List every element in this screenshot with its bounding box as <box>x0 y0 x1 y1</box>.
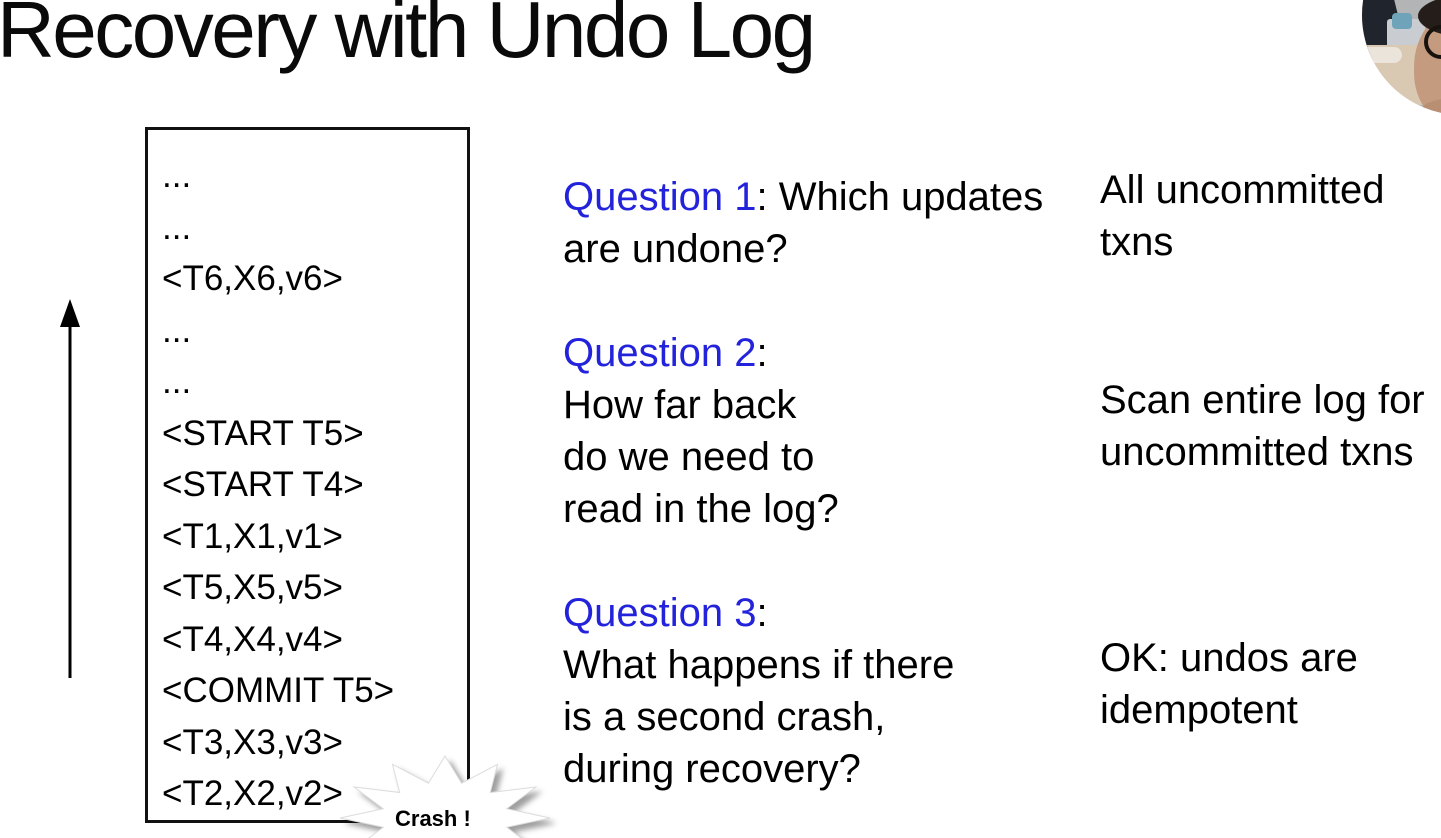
log-entry: <COMMIT T5> <box>162 671 395 710</box>
answer-2: Scan entire log for uncommitted txns <box>1100 374 1425 478</box>
log-entry: ... <box>162 362 192 401</box>
log-entry: <T4,X4,v4> <box>162 619 343 659</box>
question-3-line: is a second crash, <box>563 695 886 739</box>
arrow-head <box>60 299 80 327</box>
question-1-line: are undone? <box>563 227 788 271</box>
answer-1: All uncommitted txns <box>1100 164 1385 268</box>
log-entry: <T6,X6,v6> <box>162 259 343 298</box>
log-entry: ... <box>162 156 192 195</box>
answer-3-line: idempotent <box>1100 688 1298 732</box>
webcam-background-blue-item <box>1392 13 1412 29</box>
presenter-glasses <box>1424 25 1441 59</box>
question-3-intro: : <box>756 591 768 635</box>
log-entry: ... <box>162 310 192 350</box>
log-entries: ... ... <T6,X6,v6> ... ... <START T5> <S… <box>162 150 394 820</box>
question-3: Question 3: What happens if there is a s… <box>563 587 1043 795</box>
slide-title: Recovery with Undo Log <box>0 0 816 74</box>
log-entry: <T2,X2,v2> <box>162 774 343 813</box>
answer-3: OK: undos are idempotent <box>1100 632 1358 736</box>
log-entry: <T1,X1,v1> <box>162 516 343 556</box>
answer-3-line: OK: undos are <box>1100 636 1358 680</box>
question-2-line: read in the log? <box>563 487 839 531</box>
answer-2-line: Scan entire log for <box>1100 378 1425 422</box>
question-3-line: during recovery? <box>563 747 861 791</box>
log-direction-arrow <box>60 299 80 678</box>
presenter-webcam-overlay <box>1362 0 1441 115</box>
log-entry: <START T5> <box>162 413 364 453</box>
question-2-intro: : <box>756 331 768 375</box>
question-1-label: Question 1 <box>563 175 757 219</box>
crash-starburst: Crash ! <box>339 755 551 838</box>
log-entry: <T3,X3,v3> <box>162 722 343 762</box>
starburst-shape <box>339 755 551 838</box>
question-2-line: How far back <box>563 383 797 427</box>
webcam-background-bed-highlight <box>1362 47 1402 63</box>
answer-2-line: uncommitted txns <box>1100 430 1414 474</box>
question-2-label: Question 2 <box>563 331 757 375</box>
question-1: Question 1: Which updates are undone? <box>563 171 1043 275</box>
crash-label: Crash ! <box>395 806 471 831</box>
log-entry: <START T4> <box>162 465 364 504</box>
question-3-label: Question 3 <box>563 591 757 635</box>
questions-column: Question 1: Which updates are undone? Qu… <box>563 171 1043 838</box>
answer-1-line: All uncommitted <box>1100 168 1385 212</box>
question-2-line: do we need to <box>563 435 815 479</box>
undo-log-box: ... ... <T6,X6,v6> ... ... <START T5> <S… <box>145 127 470 823</box>
question-2: Question 2: How far back do we need to r… <box>563 327 1043 535</box>
log-entry: ... <box>162 207 192 247</box>
log-entry: <T5,X5,v5> <box>162 568 343 607</box>
question-1-intro: : Which updates <box>756 175 1044 219</box>
answer-1-line: txns <box>1100 220 1174 264</box>
question-3-line: What happens if there <box>563 643 955 687</box>
